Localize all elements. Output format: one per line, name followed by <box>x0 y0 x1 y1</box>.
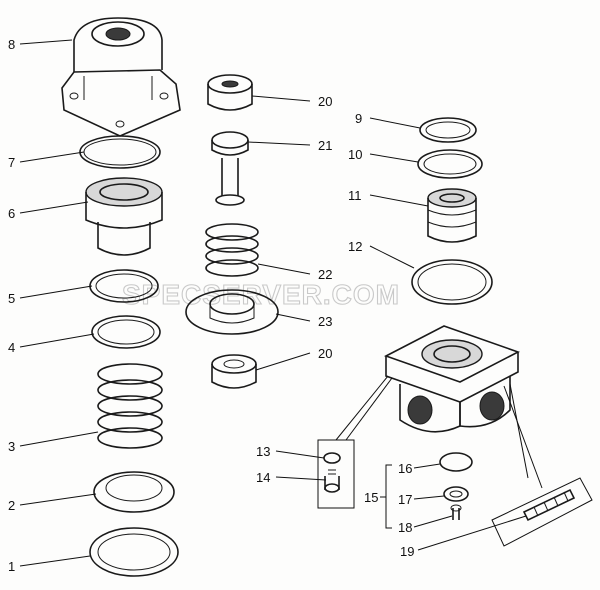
part-17-disc <box>443 486 469 502</box>
callout-16: 16 <box>398 461 412 476</box>
callout-22: 22 <box>318 267 332 282</box>
part-9-ring <box>419 117 477 143</box>
leader-lines <box>19 39 543 567</box>
bracket-13-14 <box>317 439 355 509</box>
part-7-o-ring <box>79 135 161 169</box>
callout-19: 19 <box>400 544 414 559</box>
part-10-ring <box>417 149 483 179</box>
callout-18: 18 <box>398 520 412 535</box>
part-12-large-o-ring <box>411 259 493 305</box>
callout-4: 4 <box>8 340 15 355</box>
part-2-washer <box>93 471 175 513</box>
callout-3: 3 <box>8 439 15 454</box>
part-14-screw <box>324 469 340 493</box>
part-20-nut-top <box>207 74 253 111</box>
part-8-housing-cover <box>61 17 181 137</box>
part-16-disc <box>439 452 473 472</box>
callout-13: 13 <box>256 444 270 459</box>
part-23-diaphragm <box>185 289 279 335</box>
callout-5: 5 <box>8 291 15 306</box>
callout-labels: 8 7 6 5 4 3 2 1 20 21 22 23 20 9 10 11 1… <box>8 37 414 574</box>
part-18-pin <box>450 504 462 520</box>
callout-7: 7 <box>8 155 15 170</box>
bracket-19 <box>491 477 593 547</box>
callout-20-bottom: 20 <box>318 346 332 361</box>
callout-9: 9 <box>355 111 362 126</box>
callout-11: 11 <box>348 188 362 203</box>
callout-10: 10 <box>348 147 362 162</box>
part-20-nut-bottom <box>211 354 257 389</box>
part-13-washer <box>323 452 341 464</box>
callout-12: 12 <box>348 239 362 254</box>
callout-20-top: 20 <box>318 94 332 109</box>
part-1-snap-ring <box>89 527 179 577</box>
callout-2: 2 <box>8 498 15 513</box>
part-4-ring <box>91 315 161 349</box>
callout-17: 17 <box>398 492 412 507</box>
callout-21: 21 <box>318 138 332 153</box>
callout-6: 6 <box>8 206 15 221</box>
callout-8: 8 <box>8 37 15 52</box>
part-22-spring <box>205 223 259 277</box>
part-6-bushing <box>85 177 163 256</box>
part-21-valve-stem <box>211 131 249 206</box>
callout-1: 1 <box>8 559 15 574</box>
callout-14: 14 <box>256 470 270 485</box>
bracket-15 <box>380 464 392 529</box>
part-11-piston <box>427 188 477 243</box>
valve-body <box>383 325 521 433</box>
part-19-stud <box>522 488 576 522</box>
callout-15: 15 <box>364 490 378 505</box>
part-3-spring <box>97 363 163 449</box>
callout-23: 23 <box>318 314 332 329</box>
